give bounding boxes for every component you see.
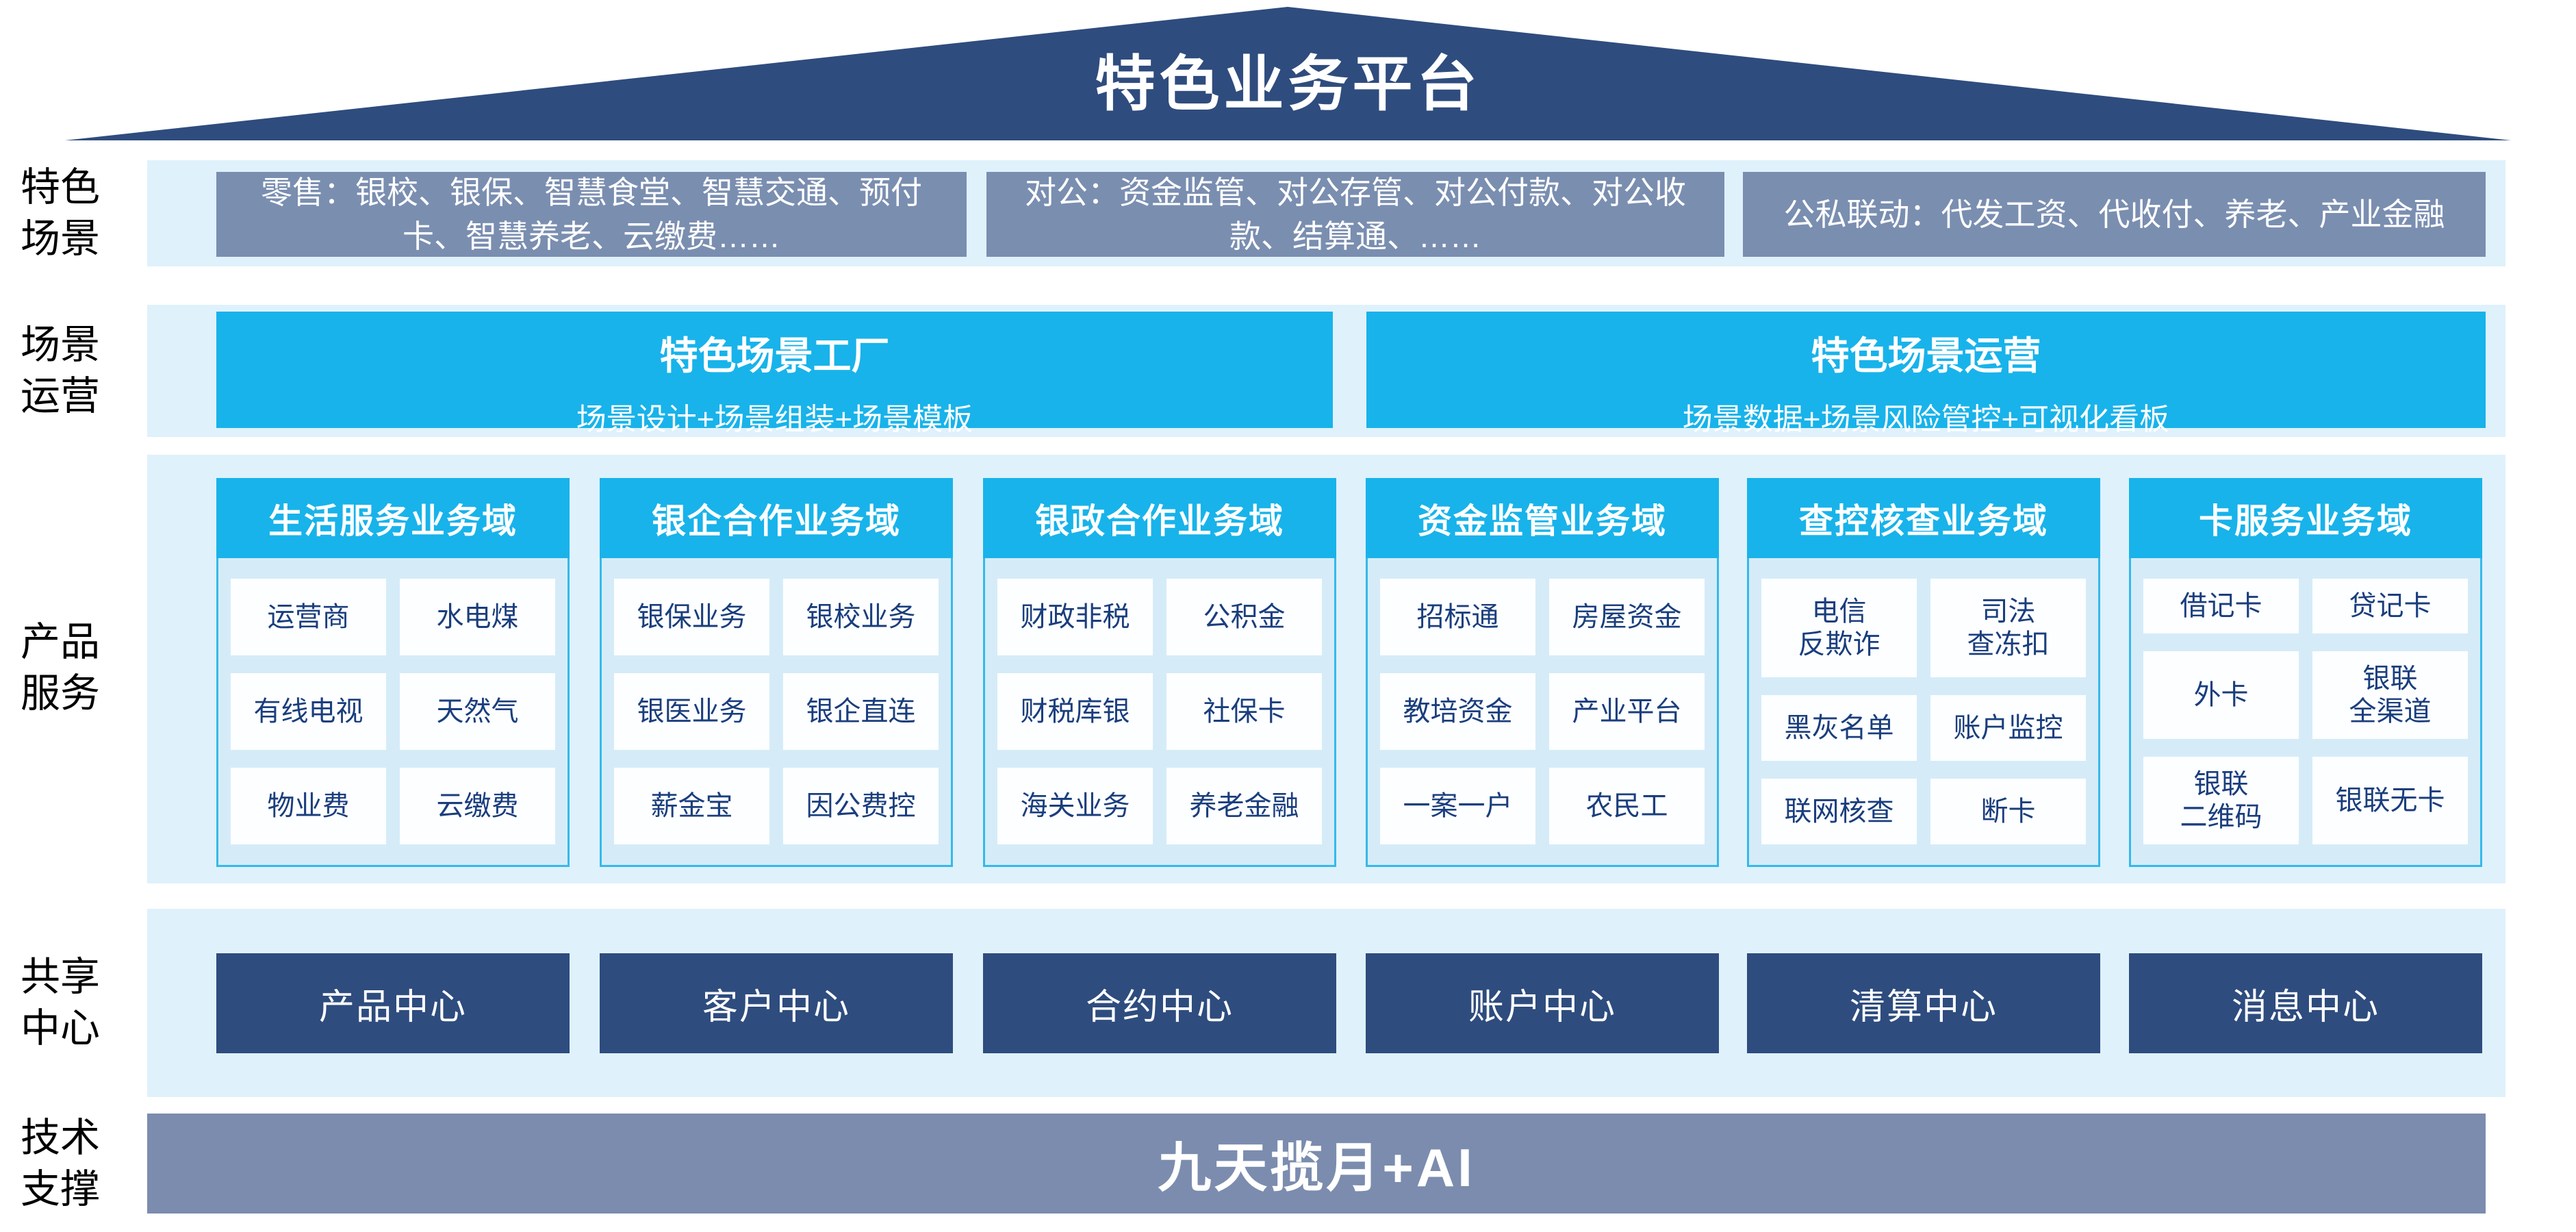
domain-bank-enterprise: 银企合作业务域 银保业务 银校业务 银医业务 银企直连 薪金宝 因公费控	[600, 478, 953, 867]
product-chip: 天然气	[400, 673, 555, 750]
operation-box-title: 特色场景工厂	[659, 334, 890, 377]
scene-box-corporate: 对公：资金监管、对公存管、对公付款、对公收款、结算通、……	[986, 172, 1724, 257]
tech-support-bar: 九天揽月+AI	[147, 1114, 2486, 1214]
product-chip: 水电煤	[400, 579, 555, 655]
product-chip: 有线电视	[231, 673, 386, 750]
domain-body: 财政非税 公积金 财税库银 社保卡 海关业务 养老金融	[983, 558, 1336, 867]
side-label-shared: 共享 中心	[21, 955, 101, 1051]
scene-box-retail: 零售：银校、银保、智慧食堂、智慧交通、预付卡、智慧养老、云缴费……	[216, 172, 967, 257]
domain-body: 银保业务 银校业务 银医业务 银企直连 薪金宝 因公费控	[600, 558, 953, 867]
shared-center-clearing: 清算中心	[1747, 953, 2100, 1053]
domain-body: 招标通 房屋资金 教培资金 产业平台 一案一户 农民工	[1366, 558, 1719, 867]
product-chip: 外卡	[2143, 651, 2299, 739]
product-chip: 银联 二维码	[2143, 757, 2299, 844]
shared-center-customer: 客户中心	[600, 953, 953, 1053]
scene-box-public-private: 公私联动：代发工资、代收付、养老、产业金融	[1743, 172, 2486, 257]
product-chip: 银保业务	[614, 579, 769, 655]
domain-title: 生活服务业务域	[216, 478, 570, 558]
product-chip: 银医业务	[614, 673, 769, 750]
domain-life-services: 生活服务业务域 运营商 水电煤 有线电视 天然气 物业费 云缴费	[216, 478, 570, 867]
platform-title: 特色业务平台	[1095, 50, 1481, 118]
product-chip: 联网核查	[1761, 779, 1917, 844]
product-chip: 账户监控	[1930, 695, 2086, 761]
product-chip: 一案一户	[1380, 768, 1535, 844]
shared-center-message: 消息中心	[2129, 953, 2482, 1053]
domain-fund-supervision: 资金监管业务域 招标通 房屋资金 教培资金 产业平台 一案一户 农民工	[1366, 478, 1719, 867]
side-label-products: 产品 服务	[21, 620, 101, 716]
product-chip: 运营商	[231, 579, 386, 655]
product-chip: 银联 全渠道	[2312, 651, 2468, 739]
shared-center-contract: 合约中心	[983, 953, 1336, 1053]
domain-body: 借记卡 贷记卡 外卡 银联 全渠道 银联 二维码 银联无卡	[2129, 558, 2482, 867]
product-chip: 贷记卡	[2312, 579, 2468, 633]
operation-box-title: 特色场景运营	[1811, 334, 2041, 377]
shared-center-product: 产品中心	[216, 953, 570, 1053]
roof-shape	[65, 7, 2511, 140]
product-chip: 云缴费	[400, 768, 555, 844]
domain-title: 查控核查业务域	[1747, 478, 2100, 558]
product-chip: 银企直连	[783, 673, 939, 750]
product-chip: 因公费控	[783, 768, 939, 844]
domain-body: 电信 反欺诈 司法 查冻扣 黑灰名单 账户监控 联网核查 断卡	[1747, 558, 2100, 867]
product-chip: 教培资金	[1380, 673, 1535, 750]
product-chip: 断卡	[1930, 779, 2086, 844]
product-chip: 物业费	[231, 768, 386, 844]
domain-bank-government: 银政合作业务域 财政非税 公积金 财税库银 社保卡 海关业务 养老金融	[983, 478, 1336, 867]
operation-box-factory: 特色场景工厂 场景设计+场景组装+场景模板	[216, 312, 1333, 436]
domain-card-services: 卡服务业务域 借记卡 贷记卡 外卡 银联 全渠道 银联 二维码 银联无卡	[2129, 478, 2482, 867]
product-chip: 农民工	[1549, 768, 1705, 844]
product-chip: 借记卡	[2143, 579, 2299, 633]
product-chip: 银联无卡	[2312, 757, 2468, 844]
product-chip: 财政非税	[997, 579, 1153, 655]
product-chip: 社保卡	[1166, 673, 1322, 750]
operation-box-subtitle: 场景数据+场景风险管控+可视化看板	[1682, 403, 2170, 436]
product-chip: 银校业务	[783, 579, 939, 655]
product-chip: 财税库银	[997, 673, 1153, 750]
product-chip: 公积金	[1166, 579, 1322, 655]
operation-box-subtitle: 场景设计+场景组装+场景模板	[576, 403, 973, 436]
product-chip: 招标通	[1380, 579, 1535, 655]
product-chip: 房屋资金	[1549, 579, 1705, 655]
domain-inspection-verification: 查控核查业务域 电信 反欺诈 司法 查冻扣 黑灰名单 账户监控 联网核查 断卡	[1747, 478, 2100, 867]
domain-title: 银政合作业务域	[983, 478, 1336, 558]
domain-body: 运营商 水电煤 有线电视 天然气 物业费 云缴费	[216, 558, 570, 867]
side-label-tech: 技术 支撑	[21, 1116, 101, 1212]
shared-center-account: 账户中心	[1366, 953, 1719, 1053]
product-chip: 养老金融	[1166, 768, 1322, 844]
operation-box-operating: 特色场景运营 场景数据+场景风险管控+可视化看板	[1366, 312, 2486, 436]
side-label-operation: 场景 运营	[21, 323, 101, 419]
domain-title: 卡服务业务域	[2129, 478, 2482, 558]
domain-title: 银企合作业务域	[600, 478, 953, 558]
product-chip: 薪金宝	[614, 768, 769, 844]
product-chip: 电信 反欺诈	[1761, 579, 1917, 677]
domain-title: 资金监管业务域	[1366, 478, 1719, 558]
side-label-scenes: 特色 场景	[21, 165, 101, 262]
product-chip: 产业平台	[1549, 673, 1705, 750]
product-chip: 司法 查冻扣	[1930, 579, 2086, 677]
product-chip: 海关业务	[997, 768, 1153, 844]
product-chip: 黑灰名单	[1761, 695, 1917, 761]
